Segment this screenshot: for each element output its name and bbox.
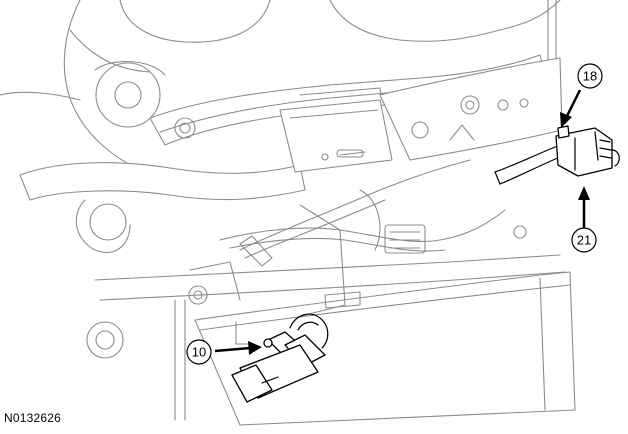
seat-harness-connector-lower — [231, 313, 329, 403]
seat-harness-connector-upper — [494, 125, 620, 185]
background-structure — [0, 0, 576, 426]
callout-10: 10 — [186, 339, 212, 365]
figure-id-label: N0132626 — [4, 411, 61, 425]
callout-label-10: 10 — [192, 345, 206, 360]
callout-21: 21 — [571, 227, 597, 253]
callout-label-21: 21 — [577, 233, 591, 248]
callout-18: 18 — [577, 63, 603, 89]
callout-arrows — [214, 89, 590, 355]
callout-label-18: 18 — [583, 69, 597, 84]
